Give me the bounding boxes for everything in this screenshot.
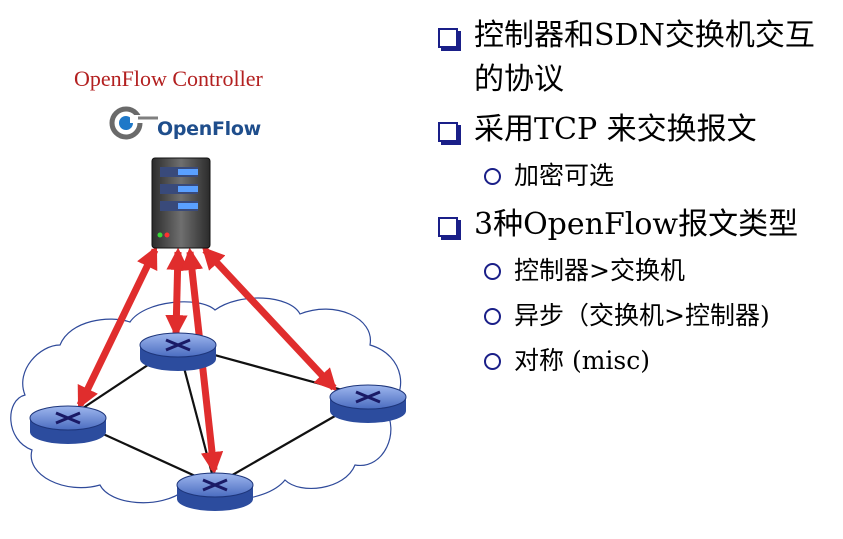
switch-top <box>139 332 217 371</box>
bullet-text: 控制器和SDN交换机交互的协议 <box>474 18 815 97</box>
openflow-diagram: OpenFlow Controller OpenFlow <box>10 66 407 511</box>
circle-bullet-icon <box>484 263 501 280</box>
bullet-text: 采用TCP 来交换报文 <box>474 112 757 147</box>
bullet-list: 控制器和SDN交换机交互的协议 采用TCP 来交换报文 加密可选 3种OpenF… <box>432 14 837 388</box>
switch-left <box>29 405 107 444</box>
switch-right <box>329 384 407 423</box>
bullet-text: 3种OpenFlow报文类型 <box>474 207 799 242</box>
square-bullet-icon <box>438 122 458 142</box>
bullet-protocol: 控制器和SDN交换机交互的协议 <box>432 14 837 102</box>
controller-label: OpenFlow Controller <box>74 66 263 91</box>
sub-bullet-text: 控制器>交换机 <box>514 256 685 285</box>
sub-bullet-asynchronous: 异步（交换机>控制器) <box>432 298 837 333</box>
circle-bullet-icon <box>484 168 501 185</box>
network-diagram <box>10 106 407 511</box>
circle-bullet-icon <box>484 353 501 370</box>
bullet-message-types: 3种OpenFlow报文类型 <box>432 203 837 247</box>
sub-bullet-text: 加密可选 <box>514 161 615 190</box>
circle-bullet-icon <box>484 308 501 325</box>
server-icon <box>151 157 211 249</box>
sub-bullet-symmetric: 对称 (misc) <box>432 343 837 378</box>
openflow-logo-text: OpenFlow <box>157 118 261 140</box>
sub-bullet-text: 对称 (misc) <box>514 346 650 375</box>
square-bullet-icon <box>438 217 458 237</box>
square-bullet-icon <box>438 28 458 48</box>
sub-bullet-controller-to-switch: 控制器>交换机 <box>432 253 837 288</box>
sub-bullet-encryption: 加密可选 <box>432 158 837 193</box>
bullet-tcp: 采用TCP 来交换报文 <box>432 108 837 152</box>
sub-bullet-text: 异步（交换机>控制器) <box>514 301 770 330</box>
switch-icon <box>29 332 407 511</box>
openflow-logo-icon <box>109 106 158 140</box>
switch-bottom <box>176 472 254 511</box>
